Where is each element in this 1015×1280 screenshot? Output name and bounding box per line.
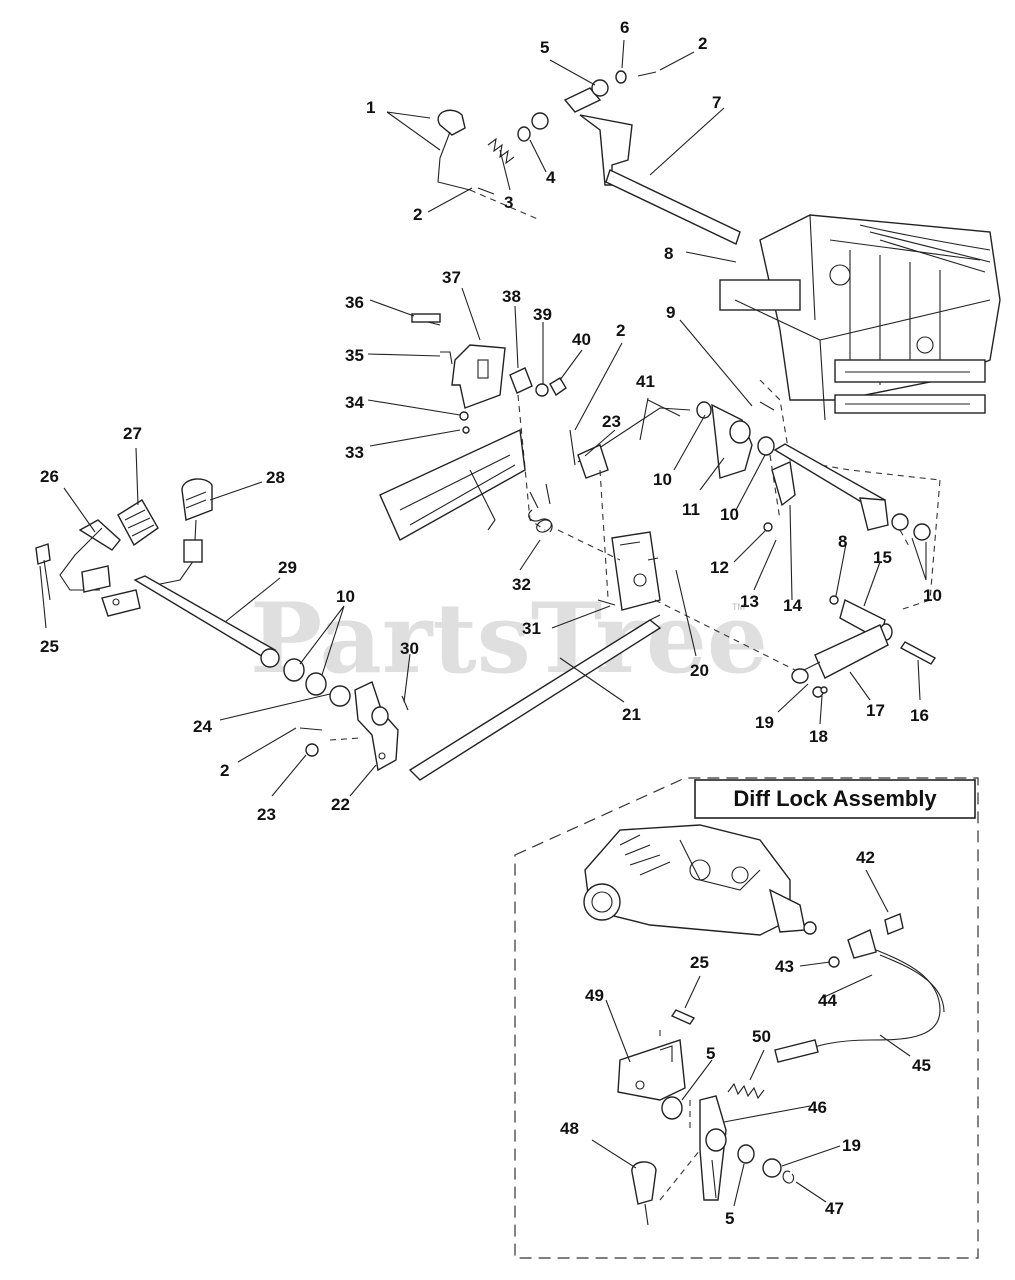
callout-9: 9 (666, 303, 675, 322)
callout-39: 39 (533, 305, 552, 324)
leader-lines (39, 39, 927, 1207)
inset-title: Diff Lock Assembly (733, 786, 937, 811)
callout-8: 8 (664, 244, 673, 263)
rod-arm-assembly (299, 614, 662, 781)
part-21-rod (408, 619, 662, 781)
callout-18: 18 (809, 727, 828, 746)
part-23-link (577, 444, 609, 479)
callout-2: 2 (616, 321, 625, 340)
callout-48: 48 (560, 1119, 579, 1138)
callout-4: 4 (546, 168, 556, 187)
callout-3: 3 (504, 193, 513, 212)
callout-20: 20 (690, 661, 709, 680)
part-48-knob (631, 1161, 657, 1205)
callout-34: 34 (345, 393, 364, 412)
callout-32: 32 (512, 575, 531, 594)
callout-42: 42 (856, 848, 875, 867)
callout-46: 46 (808, 1098, 827, 1117)
callout-49: 49 (585, 986, 604, 1005)
callout-50: 50 (752, 1027, 771, 1046)
callout-23: 23 (257, 805, 276, 824)
callout-33: 33 (345, 443, 364, 462)
inset-title-box (694, 779, 976, 819)
callout-41: 41 (636, 372, 655, 391)
callout-labels: 1 5 6 2 7 2 3 4 8 9 37 36 38 39 40 2 35 … (40, 18, 942, 1228)
callout-6: 6 (620, 18, 629, 37)
callout-17: 17 (866, 701, 885, 720)
pedal-assembly (35, 478, 351, 707)
callout-19: 19 (842, 1136, 861, 1155)
transaxle (584, 824, 791, 936)
diff-lock-inset: Diff Lock Assembly (514, 777, 979, 1259)
callout-38: 38 (502, 287, 521, 306)
callout-25: 25 (40, 637, 59, 656)
callout-12: 12 (710, 558, 729, 577)
spring-plate-assembly (528, 469, 661, 611)
callout-44: 44 (818, 991, 837, 1010)
callout-16: 16 (910, 706, 929, 725)
watermark-text: PartsTree (250, 582, 768, 695)
callout-23: 23 (602, 412, 621, 431)
callout-36: 36 (345, 293, 364, 312)
part-26-pedal (78, 519, 121, 551)
callout-29: 29 (278, 558, 297, 577)
frame-assembly (719, 214, 1001, 611)
part-28-pad (181, 478, 213, 521)
part-49-bracket (617, 1039, 686, 1101)
callout-30: 30 (400, 639, 419, 658)
callout-31: 31 (522, 619, 541, 638)
callout-19: 19 (755, 713, 774, 732)
callout-43: 43 (775, 957, 794, 976)
callout-45: 45 (912, 1056, 931, 1075)
callout-5: 5 (706, 1044, 715, 1063)
callout-1: 1 (366, 98, 375, 117)
callout-35: 35 (345, 346, 364, 365)
part-1-knob (437, 109, 466, 136)
mid-bracket-assembly (411, 313, 567, 531)
callout-24: 24 (193, 717, 212, 736)
callout-8: 8 (838, 532, 847, 551)
callout-10: 10 (336, 587, 355, 606)
part-25-bolt (35, 543, 51, 565)
callout-7: 7 (712, 93, 721, 112)
callout-2: 2 (413, 205, 422, 224)
callout-10: 10 (923, 586, 942, 605)
shaft-assembly (569, 401, 931, 549)
callout-11: 11 (682, 500, 700, 519)
callout-10: 10 (653, 470, 672, 489)
part-27-pad (117, 499, 159, 547)
callout-40: 40 (572, 330, 591, 349)
callout-21: 21 (622, 705, 641, 724)
part-17-cylinder (814, 624, 889, 679)
upper-lever-assembly (437, 70, 741, 245)
frame-rail (379, 428, 526, 541)
callout-27: 27 (123, 424, 142, 443)
callout-28: 28 (266, 468, 285, 487)
callout-2: 2 (220, 761, 229, 780)
callout-22: 22 (331, 795, 350, 814)
callout-2: 2 (698, 34, 707, 53)
watermark: PartsTree TM (250, 582, 768, 695)
callout-13: 13 (740, 592, 759, 611)
part-44-clamp (847, 929, 877, 959)
cylinder-assembly (654, 595, 937, 698)
part-20-plate (611, 531, 661, 611)
watermark-trademark: TM (732, 602, 745, 612)
callout-26: 26 (40, 467, 59, 486)
callout-47: 47 (825, 1199, 844, 1218)
part-22-arm (354, 681, 399, 772)
callout-10: 10 (720, 505, 739, 524)
callout-5: 5 (725, 1209, 734, 1228)
callout-37: 37 (442, 268, 461, 287)
callout-15: 15 (873, 548, 892, 567)
callout-5: 5 (540, 38, 549, 57)
callout-14: 14 (783, 596, 802, 615)
callout-25: 25 (690, 953, 709, 972)
